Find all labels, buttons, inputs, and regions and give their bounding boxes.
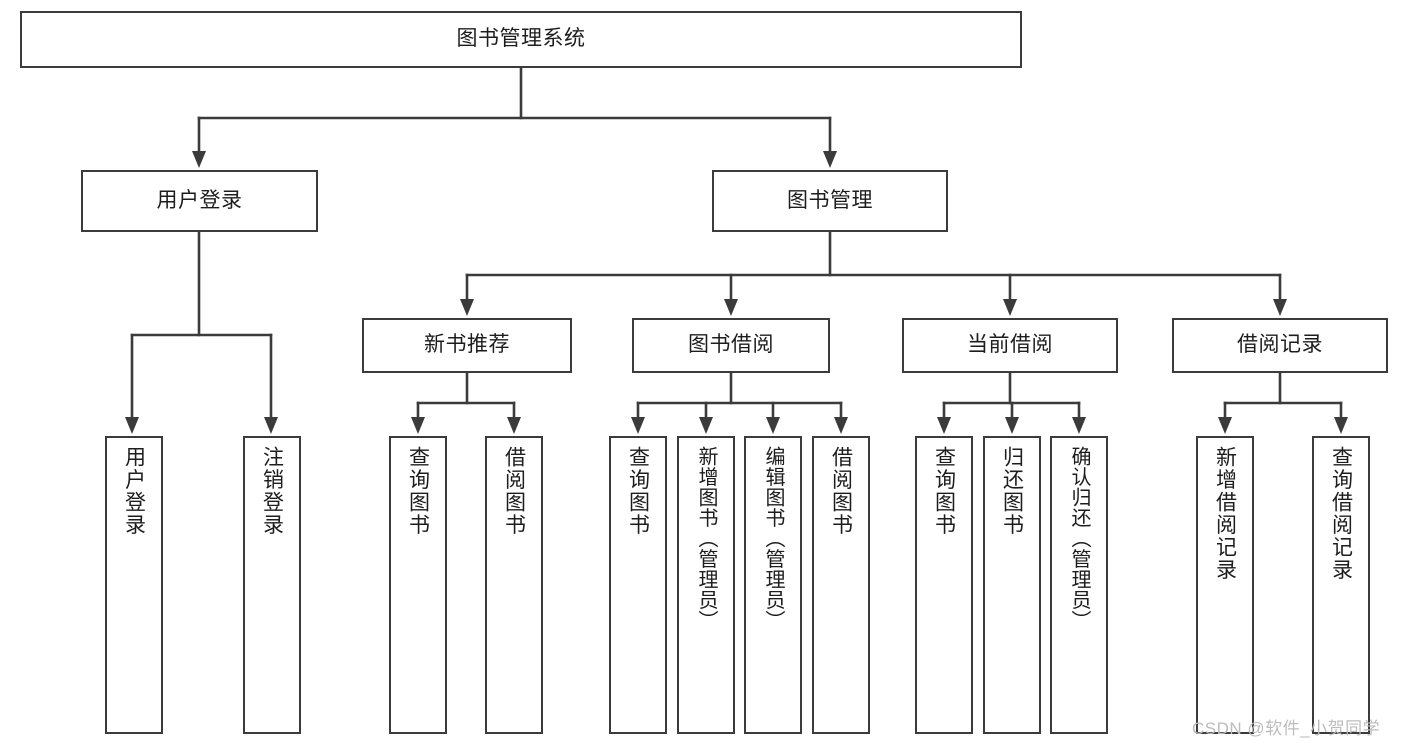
node-leaf-borrow-book[interactable]: 借阅图书 (812, 436, 870, 734)
node-label: 新增图书（管理员） (695, 446, 717, 631)
node-label: 图书借阅 (688, 333, 774, 357)
arrowhead-icon (823, 151, 837, 168)
node-label: 图书管理 (787, 188, 873, 212)
arrowhead-icon (1273, 299, 1287, 316)
arrowhead-icon (460, 299, 474, 316)
node-leaf-query-book-borrow[interactable]: 查询图书 (609, 436, 667, 734)
node-borrow-record[interactable]: 借阅记录 (1172, 318, 1388, 373)
node-leaf-add-record[interactable]: 新增借阅记录 (1196, 436, 1254, 734)
node-leaf-logout[interactable]: 注销登录 (243, 436, 301, 734)
node-label: 查询图书 (406, 446, 430, 536)
arrowhead-icon (631, 417, 645, 434)
node-label: 确认归还（管理员） (1068, 446, 1090, 631)
node-leaf-return-book[interactable]: 归还图书 (983, 436, 1041, 734)
arrowhead-icon (834, 417, 848, 434)
watermark: CSDN @软件_小贺同学 (1192, 719, 1381, 738)
node-label: 归还图书 (1000, 446, 1024, 536)
node-label: 当前借阅 (967, 333, 1053, 357)
node-label: 查询图书 (626, 446, 650, 536)
arrowhead-icon (411, 417, 425, 434)
node-label: 查询借阅记录 (1329, 446, 1353, 581)
node-leaf-query-book-cur[interactable]: 查询图书 (915, 436, 973, 734)
node-book-borrow[interactable]: 图书借阅 (632, 318, 830, 373)
node-leaf-user-login[interactable]: 用户登录 (105, 436, 163, 734)
node-current-borrow[interactable]: 当前借阅 (902, 318, 1118, 373)
node-book-manage[interactable]: 图书管理 (712, 170, 948, 232)
node-leaf-query-record[interactable]: 查询借阅记录 (1312, 436, 1370, 734)
node-label: 借阅图书 (829, 446, 853, 536)
arrowhead-icon (1005, 417, 1019, 434)
node-label: 编辑图书（管理员） (762, 446, 784, 631)
node-new-book-rec[interactable]: 新书推荐 (362, 318, 572, 373)
node-label: 借阅图书 (502, 446, 526, 536)
node-label: 查询图书 (932, 446, 956, 536)
arrowhead-icon (1334, 417, 1348, 434)
node-root-system[interactable]: 图书管理系统 (20, 11, 1022, 68)
arrowhead-icon (507, 417, 521, 434)
node-label: 借阅记录 (1237, 333, 1323, 357)
node-label: 图书管理系统 (456, 27, 586, 51)
node-label: 新增借阅记录 (1213, 446, 1237, 581)
arrowhead-icon (937, 417, 951, 434)
node-leaf-confirm-return[interactable]: 确认归还（管理员） (1050, 436, 1108, 734)
node-user-login[interactable]: 用户登录 (81, 170, 318, 232)
node-label: 用户登录 (122, 446, 146, 536)
arrowhead-icon (1072, 417, 1086, 434)
node-leaf-edit-book[interactable]: 编辑图书（管理员） (744, 436, 802, 734)
arrowhead-icon (1218, 417, 1232, 434)
node-leaf-query-book-rec[interactable]: 查询图书 (389, 436, 447, 734)
arrowhead-icon (192, 151, 206, 168)
arrowhead-icon (1003, 299, 1017, 316)
arrowhead-icon (699, 417, 713, 434)
node-leaf-add-book[interactable]: 新增图书（管理员） (677, 436, 735, 734)
arrowhead-icon (766, 417, 780, 434)
arrowhead-icon (264, 417, 278, 434)
node-label: 新书推荐 (424, 333, 510, 357)
arrowhead-icon (724, 299, 738, 316)
node-leaf-borrow-book-rec[interactable]: 借阅图书 (485, 436, 543, 734)
node-label: 注销登录 (260, 446, 284, 536)
arrowhead-icon (125, 417, 139, 434)
node-label: 用户登录 (156, 188, 243, 212)
